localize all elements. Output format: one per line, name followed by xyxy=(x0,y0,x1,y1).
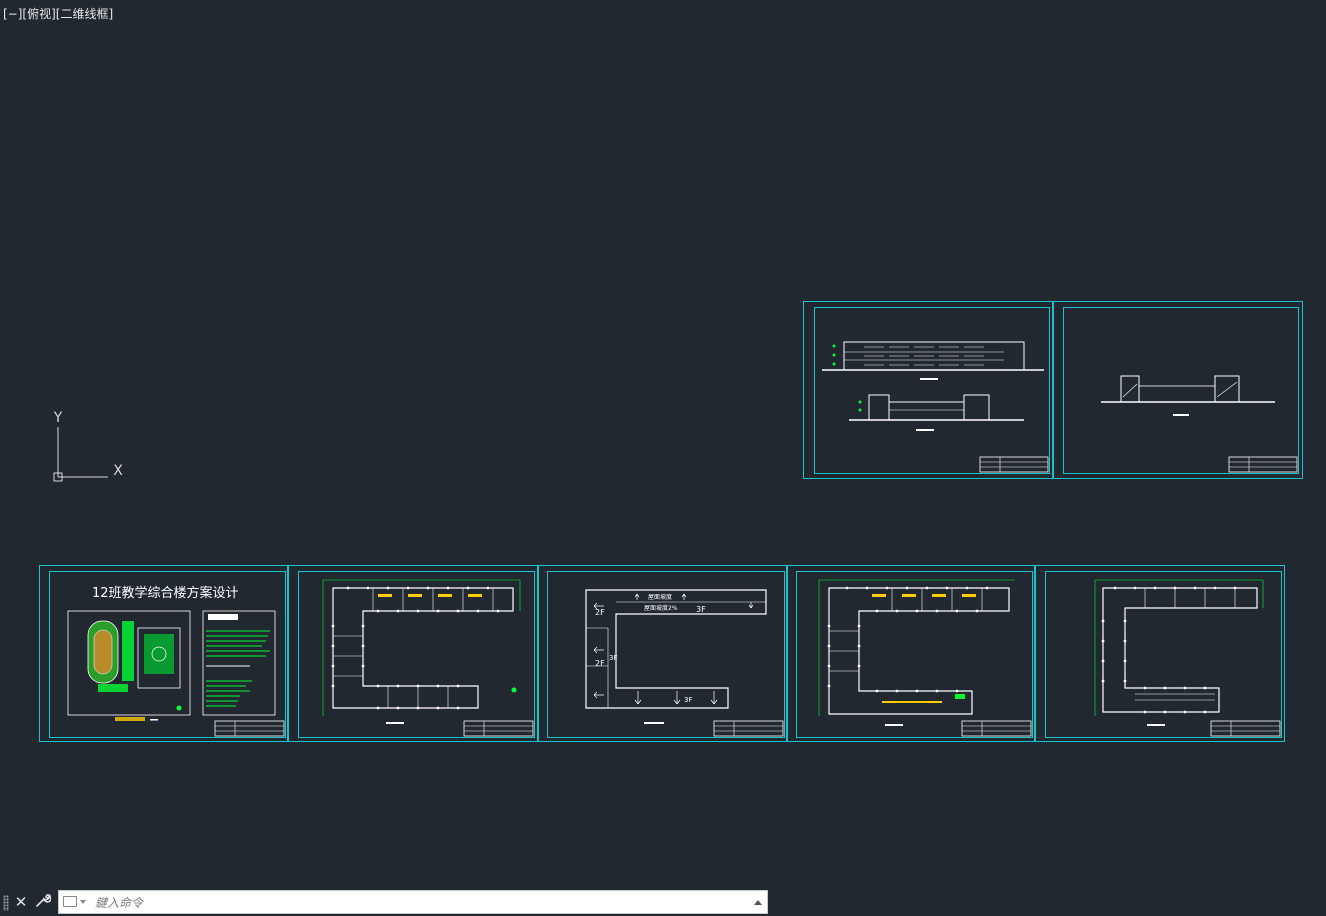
sheet-first-floor-plan[interactable] xyxy=(287,565,539,742)
model-viewport[interactable]: [−][俯视][二维线框] Y X xyxy=(0,0,1326,889)
roof-floor-label-3f-bottom: 3F xyxy=(684,696,692,704)
sheet-frame xyxy=(298,571,535,738)
site-plan-drawing xyxy=(67,610,285,737)
sheet-third-floor-plan[interactable] xyxy=(1034,565,1285,742)
ucs-x-label: X xyxy=(113,463,123,479)
sheet-frame xyxy=(1045,571,1282,738)
sheet-section[interactable] xyxy=(1052,301,1303,479)
roof-floor-label-2f-lower: 2F xyxy=(595,659,605,668)
roof-floor-label-3f-top: 3F xyxy=(696,605,706,614)
roof-floor-label-3f-side: 3F xyxy=(609,654,617,662)
command-input-container xyxy=(58,890,768,914)
sheet-elevations[interactable] xyxy=(803,301,1054,479)
sheet-second-floor-plan[interactable] xyxy=(786,565,1036,742)
roof-floor-label-2f-upper: 2F xyxy=(595,608,605,617)
project-title: 12班教学综合楼方案设计 xyxy=(92,586,239,601)
section-drawing xyxy=(1101,375,1298,473)
close-icon[interactable]: ✕ xyxy=(14,893,28,911)
sheet-frame xyxy=(814,307,1050,474)
sheet-frame xyxy=(796,571,1033,738)
floor-plan-drawing xyxy=(322,579,534,737)
sheet-frame xyxy=(49,571,286,738)
roof-note: 屋面坡度 xyxy=(648,593,672,601)
ucs-y-label: Y xyxy=(53,410,63,426)
drag-handle-grip[interactable] xyxy=(3,895,9,911)
roof-slope-note: 屋面坡度2% xyxy=(644,604,678,612)
wrench-icon[interactable] xyxy=(33,892,53,912)
command-prompt-icon[interactable] xyxy=(63,896,77,907)
ucs-icon: Y X xyxy=(53,410,123,482)
sheet-roof-plan[interactable]: 2F 2F 3F 3F 3F 屋面坡度 屋面坡度2% xyxy=(537,565,788,742)
floor-plan-drawing-2 xyxy=(818,579,1032,737)
sheet-frame xyxy=(1063,307,1299,474)
elevation-drawing xyxy=(822,341,1049,473)
sheet-site-plan[interactable]: 12班教学综合楼方案设计 xyxy=(39,565,289,742)
sheet-frame xyxy=(547,571,785,738)
command-history-arrow-icon[interactable] xyxy=(754,900,762,905)
command-input[interactable] xyxy=(93,893,747,913)
viewport-controls-label[interactable]: [−][俯视][二维线框] xyxy=(3,7,114,21)
command-line-bar: ✕ xyxy=(0,889,770,916)
chevron-down-icon[interactable] xyxy=(80,900,86,904)
roof-plan-drawing: 2F 2F 3F 3F 3F 屋面坡度 屋面坡度2% xyxy=(585,589,784,737)
floor-plan-drawing-3 xyxy=(1094,579,1281,737)
